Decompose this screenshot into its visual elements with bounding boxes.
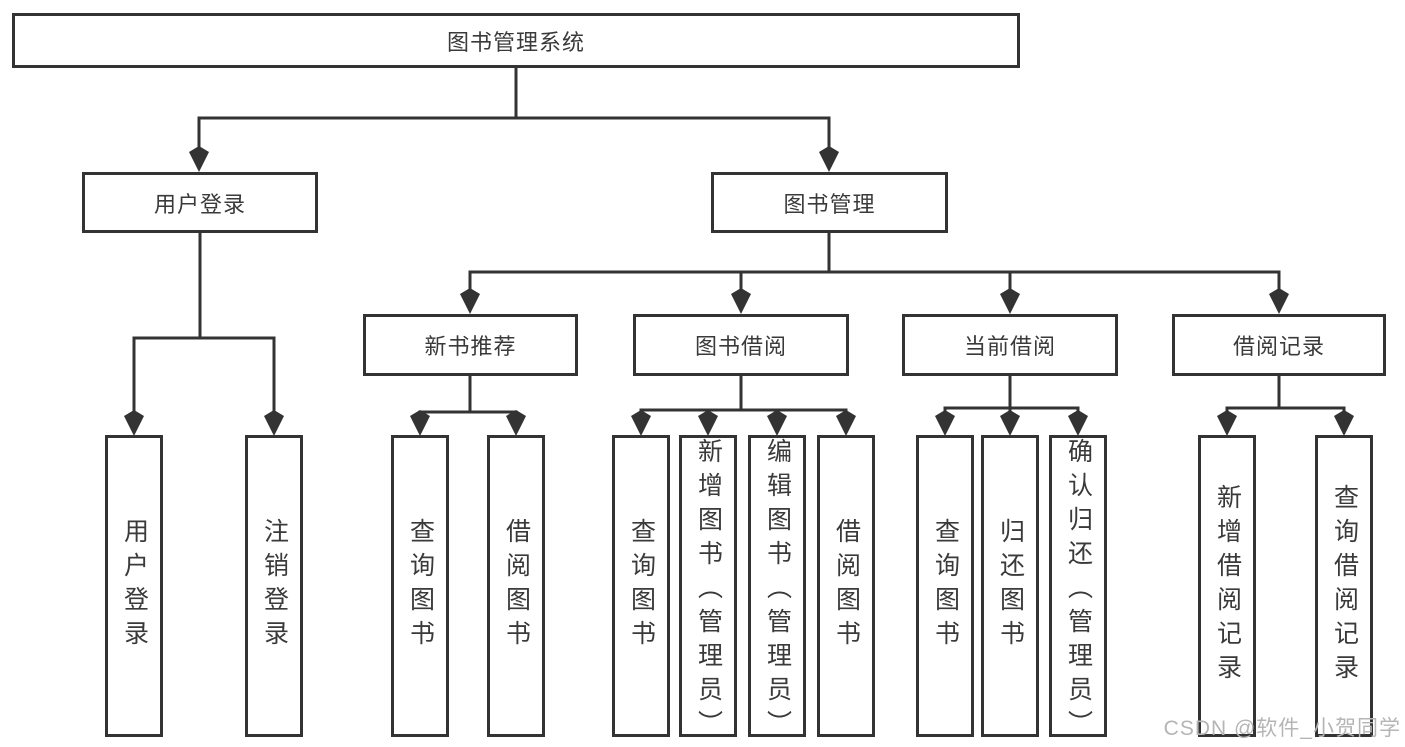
leaf-borrow-add-books-admin: 新增图书（管理员） <box>679 435 737 744</box>
leaf-logout: 注销登录 <box>245 435 303 737</box>
leaf-borrow-query-books: 查询图书 <box>612 435 670 737</box>
leaf-current-query-books-label: 查询图书 <box>931 518 960 654</box>
leaf-current-return-books: 归还图书 <box>981 435 1039 737</box>
leaf-current-confirm-return-admin: 确认归还（管理员） <box>1049 435 1107 744</box>
leaf-record-add-borrow-record-label: 新增借阅记录 <box>1213 484 1242 688</box>
node-new-book-recommend-label: 新书推荐 <box>424 334 517 359</box>
leaf-logout-label: 注销登录 <box>260 518 289 654</box>
leaf-record-query-borrow-record: 查询借阅记录 <box>1315 435 1373 737</box>
leaf-record-add-borrow-record: 新增借阅记录 <box>1198 435 1256 737</box>
leaf-borrow-query-books-label: 查询图书 <box>627 518 656 654</box>
node-borrow-record: 借阅记录 <box>1172 314 1386 376</box>
node-user-login-label: 用户登录 <box>153 191 246 217</box>
node-current-borrow: 当前借阅 <box>902 314 1118 376</box>
leaf-borrow-borrow-books-label: 借阅图书 <box>832 518 861 654</box>
leaf-borrow-edit-books-admin: 编辑图书（管理员） <box>748 435 806 744</box>
node-new-book-recommend: 新书推荐 <box>363 314 578 376</box>
leaf-newbook-borrow-books-label: 借阅图书 <box>502 518 531 654</box>
node-current-borrow-label: 当前借阅 <box>963 334 1056 359</box>
node-book-management-label: 图书管理 <box>783 191 876 217</box>
leaf-current-query-books: 查询图书 <box>916 435 974 737</box>
node-book-borrow: 图书借阅 <box>633 314 849 376</box>
leaf-borrow-borrow-books: 借阅图书 <box>817 435 875 737</box>
node-user-login: 用户登录 <box>82 172 318 233</box>
leaf-borrow-add-books-admin-label: 新增图书（管理员） <box>694 438 723 744</box>
leaf-record-query-borrow-record-label: 查询借阅记录 <box>1330 484 1359 688</box>
leaf-newbook-query-books: 查询图书 <box>391 435 449 737</box>
leaf-borrow-edit-books-admin-label: 编辑图书（管理员） <box>763 438 792 744</box>
leaf-current-confirm-return-admin-label: 确认归还（管理员） <box>1064 438 1093 744</box>
csdn-watermark: CSDN @软件_小贺同学 <box>1163 717 1401 740</box>
node-book-management: 图书管理 <box>711 172 948 233</box>
leaf-newbook-borrow-books: 借阅图书 <box>487 435 545 737</box>
node-root-system: 图书管理系统 <box>12 13 1020 68</box>
leaf-current-return-books-label: 归还图书 <box>996 518 1025 654</box>
leaf-user-login-label: 用户登录 <box>120 518 149 654</box>
node-borrow-record-label: 借阅记录 <box>1232 334 1325 359</box>
leaf-newbook-query-books-label: 查询图书 <box>406 518 435 654</box>
node-book-borrow-label: 图书借阅 <box>694 334 787 359</box>
node-root-label: 图书管理系统 <box>446 29 585 55</box>
leaf-user-login: 用户登录 <box>105 435 163 737</box>
